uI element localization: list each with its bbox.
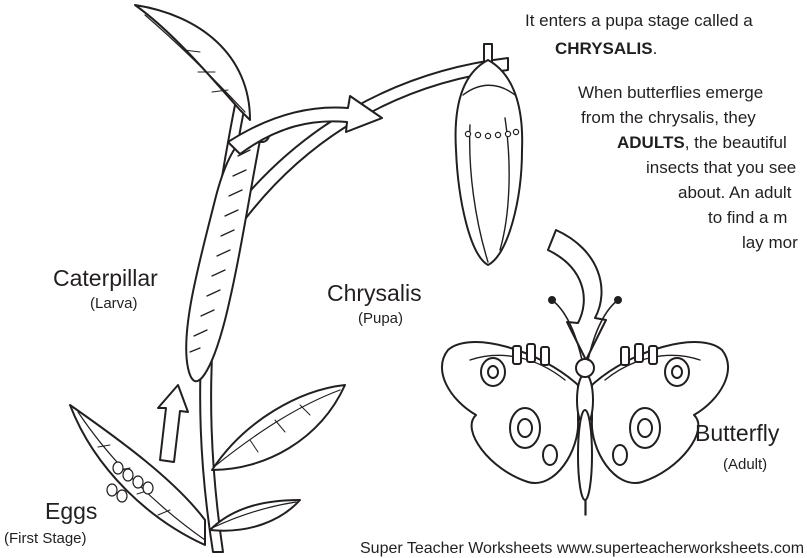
top-leaf xyxy=(135,5,250,120)
adult-text-line7: lay mor xyxy=(742,230,798,255)
adult-text-line6: to find a m xyxy=(708,205,787,230)
butterfly-sublabel: (Adult) xyxy=(723,456,767,474)
pupa-text-line2: CHRYSALIS. xyxy=(555,36,657,61)
butterfly-label: Butterfly xyxy=(695,420,779,446)
adults-term: ADULTS xyxy=(617,133,685,152)
eggs-label: Eggs xyxy=(45,498,97,524)
caterpillar-sublabel: (Larva) xyxy=(90,295,138,313)
adult-text-line2: from the chrysalis, they xyxy=(581,105,756,130)
right-leaf-1 xyxy=(212,385,345,470)
chrysalis-term: CHRYSALIS xyxy=(555,39,653,58)
eggs-sublabel: (First Stage) xyxy=(4,530,87,548)
footer-credit: Super Teacher Worksheets www.superteache… xyxy=(360,540,804,558)
pupa-text-line1: It enters a pupa stage called a xyxy=(525,8,753,33)
chrysalis-label: Chrysalis xyxy=(327,280,422,306)
right-leaf-2 xyxy=(210,500,300,531)
adult-text-line3: ADULTS, the beautiful xyxy=(617,130,787,155)
caterpillar-label: Caterpillar xyxy=(53,265,158,291)
chrysalis-sublabel: (Pupa) xyxy=(358,310,403,328)
adult-text-line4: insects that you see xyxy=(646,155,796,180)
adult-text-line1: When butterflies emerge xyxy=(578,80,763,105)
arrow-eggs-to-caterpillar xyxy=(158,385,188,462)
caterpillar xyxy=(186,128,269,381)
adult-text-line5: about. An adult xyxy=(678,180,791,205)
egg-leaf xyxy=(70,405,205,545)
